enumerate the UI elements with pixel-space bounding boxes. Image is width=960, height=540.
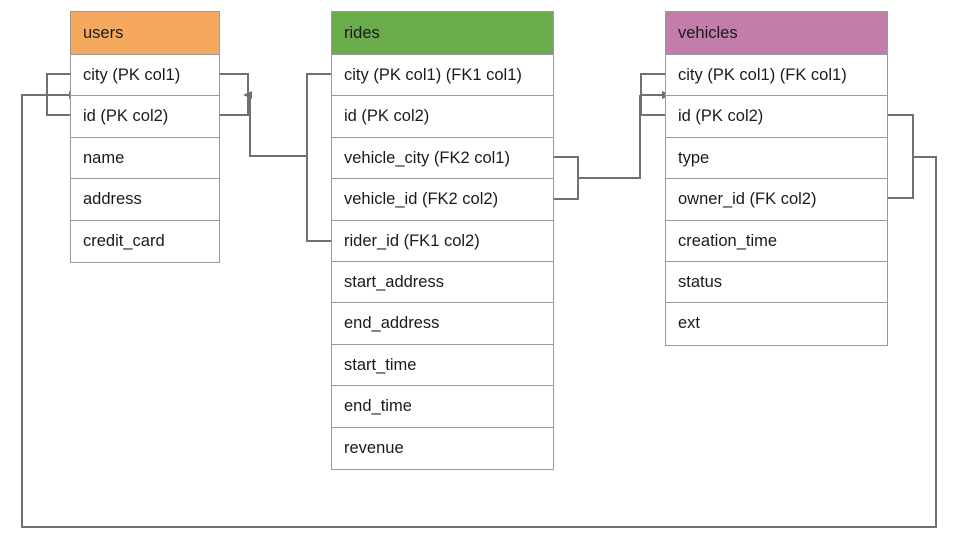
column-row[interactable]: id (PK col2) [666,96,887,138]
column-row[interactable]: ext [678,314,701,333]
column-row[interactable]: rider_id (FK1 col2) [332,221,553,262]
edge-users-pk-left-bracket [46,73,70,116]
edge-rides-to-users-link [249,95,307,157]
column-row[interactable]: credit_card [83,231,165,250]
column-row[interactable]: owner_id (FK col2) [666,179,887,221]
column-row[interactable]: start_address [332,262,553,304]
edge-rides-fk2-bracket [554,156,579,200]
entity-header-users: users [71,12,219,55]
column-row[interactable]: address [71,179,219,221]
column-row[interactable]: city (PK col1) [71,55,219,97]
column-row[interactable]: type [666,138,887,180]
column-row[interactable]: vehicle_city (FK2 col1) [332,138,553,180]
edge-rides-to-vehicles-link [578,95,641,179]
entity-table-vehicles[interactable]: vehicles city (PK col1) (FK col1) id (PK… [665,11,888,346]
column-row[interactable]: creation_time [666,221,887,262]
edge-vehicles-pk-left-bracket [640,73,665,116]
column-row[interactable]: end_address [332,303,553,345]
edge-rides-fk1-bracket [306,73,331,242]
column-row[interactable]: city (PK col1) (FK1 col1) [332,55,553,97]
entity-columns-rides: city (PK col1) (FK1 col1) id (PK col2) v… [332,55,553,469]
edge-users-pk-right-bracket [220,73,249,116]
column-row[interactable]: revenue [344,438,404,457]
column-row[interactable]: status [666,262,887,304]
column-row[interactable]: name [71,138,219,180]
entity-header-rides: rides [332,12,553,55]
column-row[interactable]: start_time [332,345,553,387]
column-row[interactable]: id (PK col2) [332,96,553,138]
column-row[interactable]: end_time [332,386,553,428]
column-row[interactable]: id (PK col2) [71,96,219,138]
entity-header-vehicles: vehicles [666,12,887,55]
entity-table-rides[interactable]: rides city (PK col1) (FK1 col1) id (PK c… [331,11,554,470]
entity-columns-vehicles: city (PK col1) (FK col1) id (PK col2) ty… [666,55,887,345]
entity-columns-users: city (PK col1) id (PK col2) name address… [71,55,219,262]
column-row[interactable]: vehicle_id (FK2 col2) [332,179,553,221]
entity-table-users[interactable]: users city (PK col1) id (PK col2) name a… [70,11,220,263]
column-row[interactable]: city (PK col1) (FK col1) [666,55,887,97]
edge-vehicles-fk-bracket [888,114,914,199]
